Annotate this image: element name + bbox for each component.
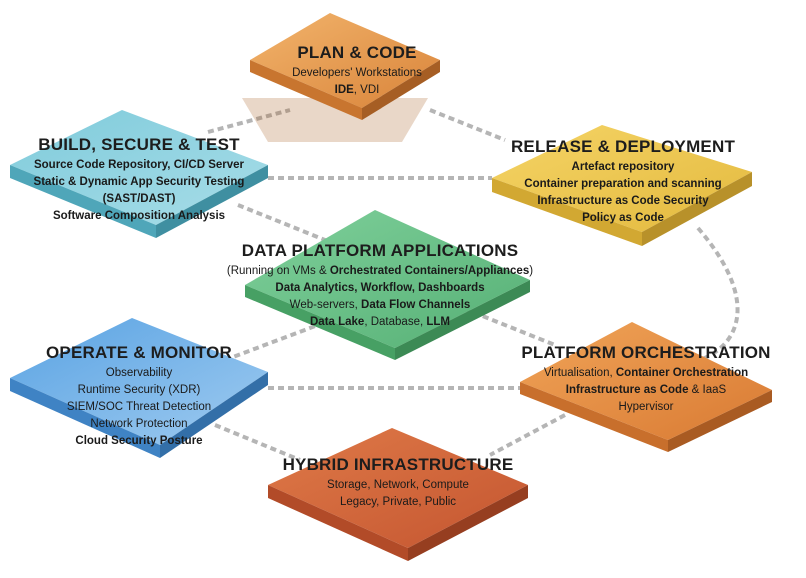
connector-plan-release bbox=[429, 108, 506, 142]
data-paren-close: ) bbox=[529, 265, 534, 277]
tile-platform-side bbox=[668, 390, 772, 452]
data-running-on: (Running on VMs & bbox=[226, 265, 330, 277]
build-line-4: Software Composition Analysis bbox=[52, 210, 226, 222]
plan-code-label: PLAN & CODE Developers' Workstations IDE… bbox=[282, 42, 432, 99]
tile-plan-front bbox=[250, 60, 362, 120]
operate-line-1: Observability bbox=[105, 367, 173, 379]
data-line-3: Web-servers, Data Flow Channels bbox=[200, 297, 560, 314]
build-line-1: Source Code Repository, CI/CD Server bbox=[33, 159, 245, 171]
platform-container-orchestration: Container Orchestration bbox=[615, 367, 749, 379]
data-flow-channels: Data Flow Channels bbox=[361, 299, 471, 311]
data-line-2: Data Analytics, Workflow, Dashboards bbox=[275, 282, 485, 294]
hybrid-line-1: Storage, Network, Compute bbox=[327, 479, 469, 491]
tile-hybrid-top bbox=[268, 428, 528, 548]
plan-code-vdi: , VDI bbox=[353, 84, 380, 96]
platform-iac: Infrastructure as Code bbox=[565, 384, 689, 396]
plan-code-ide: IDE bbox=[334, 84, 354, 96]
data-web-servers: Web-servers, bbox=[289, 299, 362, 311]
build-secure-test-label: BUILD, SECURE & TEST Source Code Reposit… bbox=[14, 134, 264, 225]
build-secure-test-title: BUILD, SECURE & TEST bbox=[38, 135, 240, 154]
release-line-4: Policy as Code bbox=[582, 212, 664, 224]
tile-platform-top bbox=[520, 322, 772, 440]
data-platform-title: DATA PLATFORM APPLICATIONS bbox=[241, 241, 519, 260]
tile-plan-code bbox=[242, 13, 440, 142]
tile-platform-orchestration bbox=[520, 322, 772, 452]
data-database: , Database, bbox=[364, 316, 427, 328]
platform-line-1: Virtualisation, Container Orchestration bbox=[496, 365, 796, 382]
tile-plan-side bbox=[362, 60, 440, 120]
hybrid-infrastructure-title: HYBRID INFRASTRUCTURE bbox=[282, 455, 514, 474]
operate-monitor-title: OPERATE & MONITOR bbox=[45, 343, 232, 362]
connector-data-platform bbox=[454, 303, 556, 347]
connector-release-platform bbox=[696, 226, 740, 362]
connector-lines bbox=[207, 108, 740, 462]
build-line-2: Static & Dynamic App Security Testing bbox=[33, 176, 245, 188]
platform-virtualisation: Virtualisation, bbox=[543, 367, 616, 379]
hybrid-infrastructure-label: HYBRID INFRASTRUCTURE Storage, Network, … bbox=[258, 454, 538, 511]
build-line-3: (SAST/DAST) bbox=[102, 193, 176, 205]
tile-release-deployment bbox=[492, 125, 752, 246]
tile-release-top bbox=[492, 125, 752, 232]
tile-hybrid-infrastructure bbox=[268, 428, 528, 561]
plan-code-line-1: Developers' Workstations bbox=[292, 67, 422, 79]
connector-operate-hybrid bbox=[214, 423, 301, 462]
operate-line-2: Runtime Security (XDR) bbox=[77, 384, 201, 396]
tile-data-side bbox=[395, 280, 530, 360]
connector-build-data bbox=[237, 203, 331, 244]
tile-operate-side bbox=[160, 372, 268, 458]
tile-build-front bbox=[10, 165, 156, 238]
tile-operate-front bbox=[10, 378, 160, 458]
platform-orchestration-title: PLATFORM ORCHESTRATION bbox=[521, 343, 771, 362]
release-deployment-title: RELEASE & DEPLOYMENT bbox=[510, 137, 736, 156]
tile-data-platform bbox=[245, 210, 530, 360]
tile-operate-monitor bbox=[10, 318, 268, 458]
data-lake: Data Lake bbox=[310, 316, 365, 328]
data-line-1: (Running on VMs & Orchestrated Container… bbox=[200, 263, 560, 280]
tile-build-top bbox=[10, 110, 268, 225]
connector-operate-data bbox=[224, 323, 319, 362]
release-line-2: Container preparation and scanning bbox=[524, 178, 722, 190]
release-line-1: Artefact repository bbox=[571, 161, 675, 173]
operate-line-5: Cloud Security Posture bbox=[75, 435, 203, 447]
hybrid-line-2: Legacy, Private, Public bbox=[339, 496, 457, 508]
tile-data-top bbox=[245, 210, 530, 348]
tile-release-front bbox=[492, 178, 642, 246]
platform-line-3: Hypervisor bbox=[618, 401, 674, 413]
tile-hybrid-front bbox=[268, 485, 408, 561]
data-line-4: Data Lake, Database, LLM bbox=[200, 314, 560, 331]
tile-hybrid-side bbox=[408, 485, 528, 561]
tile-platform-front bbox=[520, 382, 668, 452]
tile-build-secure-test bbox=[10, 110, 268, 238]
release-deployment-label: RELEASE & DEPLOYMENT Artefact repository… bbox=[498, 136, 748, 227]
operate-monitor-label: OPERATE & MONITOR Observability Runtime … bbox=[14, 342, 264, 450]
platform-iaas: & IaaS bbox=[688, 384, 727, 396]
tile-operate-top bbox=[10, 318, 268, 445]
operate-line-4: Network Protection bbox=[90, 418, 188, 430]
platform-line-2: Infrastructure as Code & IaaS bbox=[496, 382, 796, 399]
connector-build-plan bbox=[207, 108, 291, 134]
connector-platform-hybrid bbox=[489, 413, 566, 457]
tile-data-front bbox=[245, 285, 395, 360]
tile-build-side bbox=[156, 165, 268, 238]
platform-orchestration-label: PLATFORM ORCHESTRATION Virtualisation, C… bbox=[496, 342, 796, 416]
release-line-3: Infrastructure as Code Security bbox=[537, 195, 709, 207]
data-platform-label: DATA PLATFORM APPLICATIONS (Running on V… bbox=[200, 240, 560, 331]
tile-plan-top bbox=[250, 13, 440, 108]
data-orchestrated: Orchestrated Containers/Appliances bbox=[329, 265, 530, 277]
tile-release-side bbox=[642, 172, 752, 246]
plan-code-title: PLAN & CODE bbox=[297, 43, 417, 62]
plan-code-line-2: IDE, VDI bbox=[282, 82, 432, 99]
data-llm: LLM bbox=[426, 316, 450, 328]
operate-line-3: SIEM/SOC Threat Detection bbox=[66, 401, 212, 413]
